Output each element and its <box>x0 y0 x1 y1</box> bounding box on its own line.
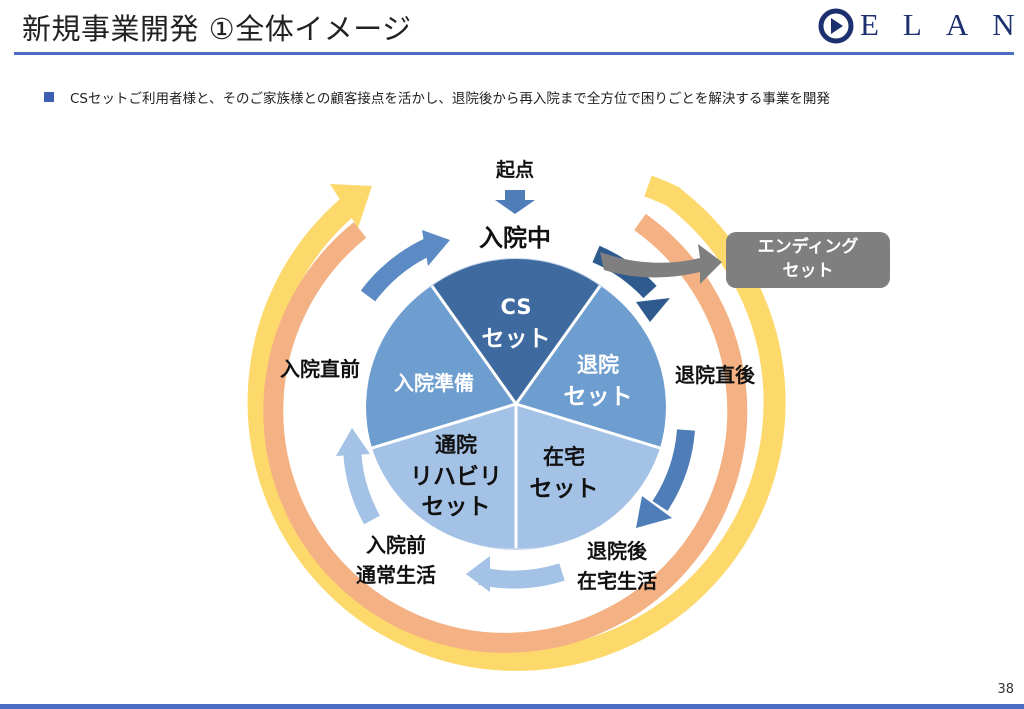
logo-mark-icon <box>818 8 854 44</box>
pie-chart <box>366 258 666 550</box>
stage-bottom-right-line1: 退院後 <box>587 539 648 563</box>
stage-bottom-left-line2: 通常生活 <box>356 563 436 587</box>
stage-bottom-left-line1: 入院前 <box>366 533 426 557</box>
stage-left-label: 入院直前 <box>280 357 360 381</box>
slice-prep-label: 入院準備 <box>394 371 474 395</box>
ending-label-line2: セット <box>783 261 834 281</box>
bullet-point: CSセットご利用者様と、そのご家族様との顧客接点を活かし、退院後から再入院まで全… <box>44 87 830 107</box>
slice-cs-line2: セット <box>482 326 551 352</box>
orange-ring <box>263 213 748 653</box>
slice-discharge-line2: セット <box>564 384 633 410</box>
elan-logo: ELAN <box>818 4 1018 48</box>
arrow-top-left <box>360 237 434 302</box>
slice-prep <box>366 286 516 448</box>
slice-discharge <box>516 286 666 448</box>
arrow-bottom <box>478 563 565 589</box>
stage-right-label: 退院直後 <box>675 363 756 387</box>
slice-home-line1: 在宅 <box>543 445 585 469</box>
slice-home <box>516 404 660 549</box>
slice-cs-line1: CS <box>501 295 532 319</box>
page-title: 新規事業開発 ①全体イメージ <box>22 12 412 46</box>
arrow-bottom-head <box>466 556 490 592</box>
stage-bottom-right-line2: 在宅生活 <box>577 569 657 593</box>
start-label: 起点 <box>495 159 534 181</box>
slice-cs <box>432 258 600 404</box>
bullet-text: CSセットご利用者様と、そのご家族様との顧客接点を活かし、退院後から再入院まで全… <box>70 91 830 107</box>
arrow-left-head <box>336 428 370 456</box>
arrow-right <box>652 429 695 511</box>
slice-rehab-line3: セット <box>422 494 491 520</box>
arrow-left <box>343 445 380 525</box>
slice-rehab-line1: 通院 <box>435 433 477 457</box>
bullet-square-icon <box>44 92 54 102</box>
inner-arrows <box>336 230 695 592</box>
yellow-ring-start <box>644 175 681 208</box>
start-arrow-icon <box>495 190 535 214</box>
ending-label-line1: エンディング <box>758 236 859 257</box>
arrow-right-head <box>636 496 672 528</box>
slice-home-line2: セット <box>530 476 599 502</box>
slice-rehab <box>372 404 516 549</box>
top-label: 入院中 <box>479 224 551 252</box>
logo-text: ELAN <box>860 7 1024 42</box>
arrow-top-right-head <box>636 298 670 322</box>
page-number: 38 <box>997 682 1014 697</box>
ending-arrow <box>600 244 722 284</box>
slice-rehab-line2: リハビリ <box>410 464 502 490</box>
arrow-top-left-head <box>422 230 450 266</box>
outer-yellow-ring <box>247 187 786 671</box>
ending-box <box>726 232 890 288</box>
header-divider <box>14 52 1014 55</box>
slice-discharge-line1: 退院 <box>577 353 619 377</box>
outer-yellow-arrowhead <box>330 184 372 228</box>
footer-divider <box>0 704 1024 709</box>
